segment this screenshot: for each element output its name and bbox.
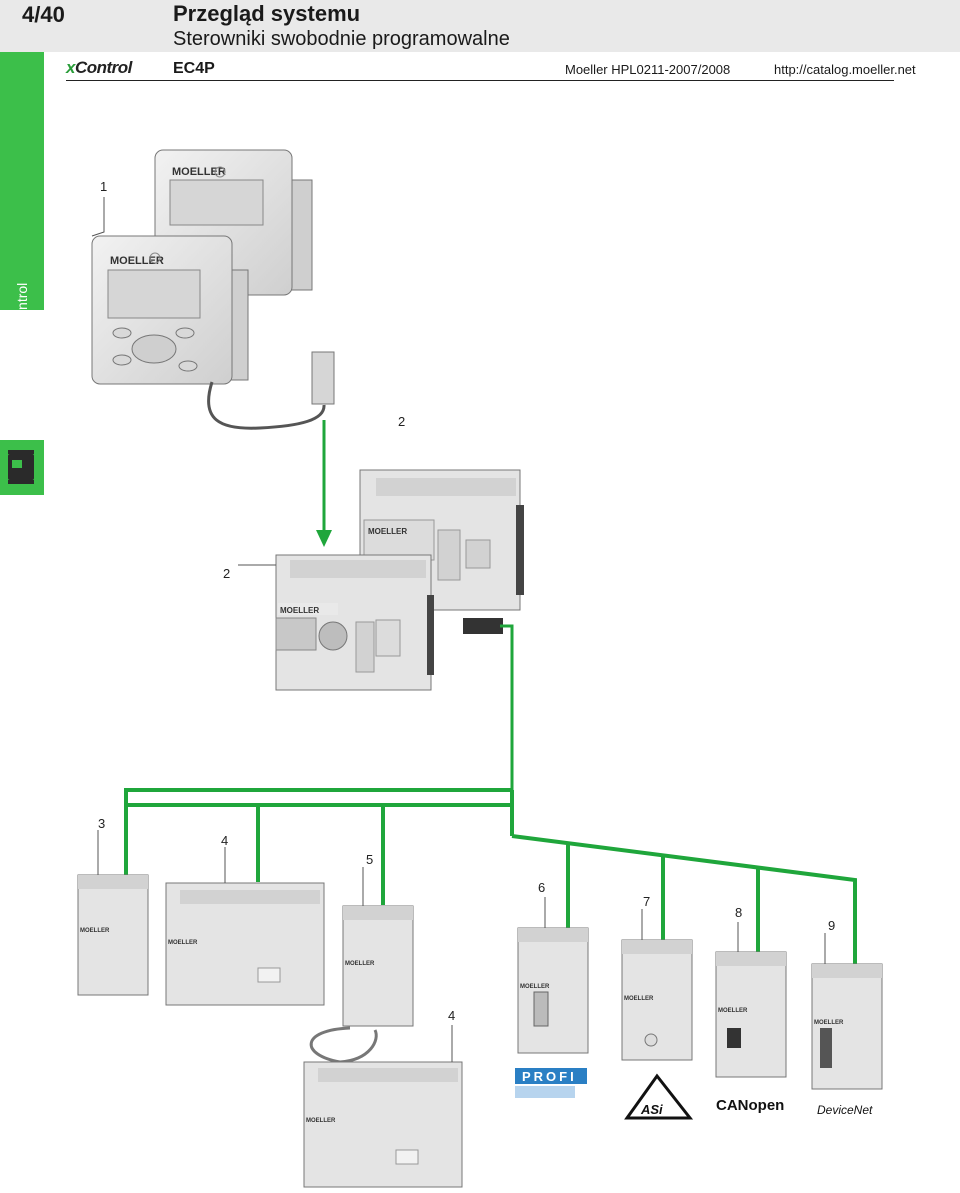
svg-text:MOELLER: MOELLER: [280, 606, 319, 615]
profibus-logo: PROFI: [515, 1068, 587, 1098]
callout-4-bottom: 4: [448, 1008, 455, 1023]
module-3: MOELLER: [77, 874, 149, 996]
header-rule: [66, 80, 894, 81]
xcontrol-logo: xControl: [66, 58, 132, 77]
callout-2-front: 2: [223, 566, 230, 581]
module-4: MOELLER: [165, 882, 325, 1006]
controller-front: MOELLER: [275, 554, 434, 691]
plc-device-icon: [0, 440, 44, 495]
page-title: Przegląd systemu: [173, 1, 361, 26]
callout-7: 7: [643, 894, 650, 909]
side-tab[interactable]: easy Control: [0, 52, 44, 361]
svg-text:PROFI: PROFI: [522, 1069, 577, 1084]
catalog-reference: Moeller HPL0211-2007/2008: [565, 62, 731, 77]
svg-text:MOELLER: MOELLER: [306, 1118, 336, 1124]
svg-text:MOELLER: MOELLER: [368, 527, 407, 536]
module-7-asi: MOELLER: [621, 939, 693, 1061]
callout-4: 4: [221, 833, 228, 848]
callout-2-rear: 2: [398, 414, 405, 429]
catalog-url[interactable]: http://catalog.moeller.net: [774, 62, 916, 77]
callout-5: 5: [366, 852, 373, 867]
module-5: MOELLER: [342, 905, 414, 1027]
header-bar: [0, 0, 960, 52]
svg-text:MOELLER: MOELLER: [520, 984, 550, 990]
hmi-panel-front: MOELLER: [91, 235, 249, 385]
module-9-devicenet: MOELLER: [811, 963, 883, 1090]
svg-text:MOELLER: MOELLER: [345, 961, 375, 967]
svg-text:MOELLER: MOELLER: [624, 996, 654, 1002]
callout-1: 1: [100, 179, 107, 194]
module-8-canopen: MOELLER: [715, 951, 787, 1078]
svg-text:MOELLER: MOELLER: [110, 255, 164, 267]
canopen-logo: CANopen: [716, 1097, 784, 1114]
module-6-profibus: MOELLER: [517, 927, 589, 1054]
page-subtitle: Sterowniki swobodnie programowalne: [173, 28, 510, 50]
svg-text:MOELLER: MOELLER: [80, 928, 110, 934]
svg-text:MOELLER: MOELLER: [718, 1008, 748, 1014]
module-4b: MOELLER: [303, 1061, 463, 1188]
svg-text:ASi: ASi: [640, 1102, 663, 1117]
page-number: 4/40: [22, 2, 65, 27]
callout-6: 6: [538, 880, 545, 895]
svg-text:MOELLER: MOELLER: [168, 940, 198, 946]
asi-logo: ASi: [624, 1073, 694, 1120]
product-code: EC4P: [173, 60, 215, 77]
callout-8: 8: [735, 905, 742, 920]
callout-3: 3: [98, 816, 105, 831]
callout-9: 9: [828, 918, 835, 933]
svg-text:MOELLER: MOELLER: [172, 166, 226, 178]
svg-text:MOELLER: MOELLER: [814, 1020, 844, 1026]
devicenet-logo: DeviceNet: [817, 1103, 873, 1117]
